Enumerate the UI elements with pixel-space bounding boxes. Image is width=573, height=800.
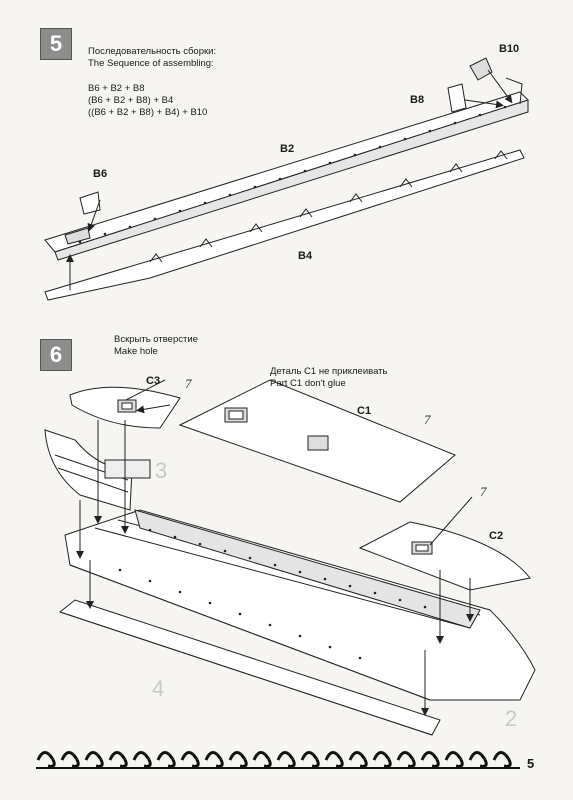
label-c3: C3 xyxy=(146,375,161,387)
part-b8-b10 xyxy=(447,57,523,113)
ghost-part-2: 2 xyxy=(505,706,518,731)
wave-footer xyxy=(36,751,520,769)
part-b6 xyxy=(64,191,101,245)
label-c2: C2 xyxy=(489,530,504,542)
step-5-sequence-2: (B6 + B2 + B8) + B4 xyxy=(88,95,174,106)
part-b4-comb xyxy=(44,149,525,301)
part-c3-deck xyxy=(69,386,181,429)
glue-mark-c1: 7 xyxy=(424,412,431,427)
rail-holes xyxy=(78,105,507,244)
label-b8: B8 xyxy=(410,94,425,106)
step-5-heading-ru: Последовательность сборки: xyxy=(88,46,217,57)
step-5-number: 5 xyxy=(49,31,63,56)
stern-part xyxy=(44,429,151,511)
part-lower-rail xyxy=(58,599,441,736)
part-b2-rail xyxy=(44,91,529,261)
step-6-hole-ru: Вскрыть отверстие xyxy=(114,334,198,345)
step-6-note-ru: Деталь C1 не приклеивать xyxy=(270,366,388,377)
page-number: 5 xyxy=(527,756,535,771)
part-c1-panel xyxy=(178,379,456,503)
step-6-badge: 6 xyxy=(40,339,72,371)
part-c2-panel xyxy=(358,521,531,591)
label-c1: C1 xyxy=(357,405,372,417)
step-5-badge: 5 xyxy=(40,28,72,60)
label-b10: B10 xyxy=(499,43,520,55)
step-6-note-en: Part C1 don't glue xyxy=(270,378,346,389)
label-b2: B2 xyxy=(280,143,295,155)
step-5-heading-en: The Sequence of assembling: xyxy=(88,58,214,69)
step-5-sequence-1: B6 + B2 + B8 xyxy=(88,83,145,94)
hull-holes xyxy=(118,528,427,660)
label-b4: B4 xyxy=(298,250,313,262)
ghost-part-3: 3 xyxy=(155,458,168,483)
step-6-number: 6 xyxy=(49,342,63,367)
glue-mark-c2: 7 xyxy=(480,484,487,499)
label-b6: B6 xyxy=(93,168,108,180)
step-6-hole-en: Make hole xyxy=(114,346,158,357)
step-5-sequence-3: ((B6 + B2 + B8) + B4) + B10 xyxy=(88,107,208,118)
ghost-part-4: 4 xyxy=(152,676,165,701)
glue-mark-c3: 7 xyxy=(185,376,192,391)
hull-body xyxy=(64,509,536,701)
